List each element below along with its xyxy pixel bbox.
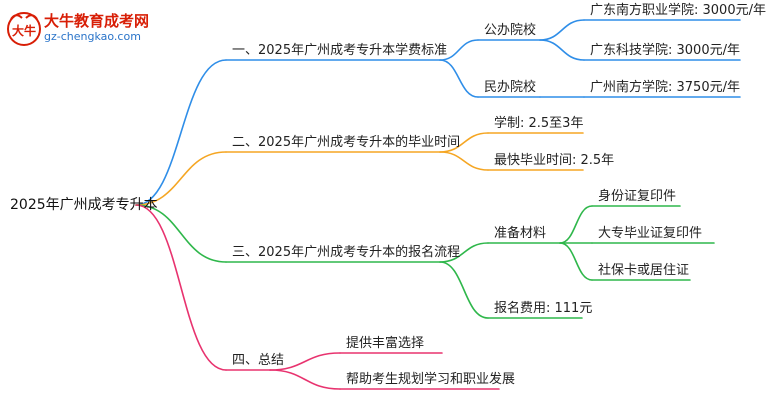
logo-title: 大牛教育成考网: [44, 12, 150, 30]
site-logo[interactable]: 大牛 大牛教育成考网 gz-chengkao.com: [6, 8, 186, 52]
child-node-2-1[interactable]: 学制: 2.5至3年: [494, 116, 584, 131]
connector-branch-3-child-1: [439, 242, 489, 263]
connector-root-branch-3: [135, 204, 227, 263]
connector-leaf-3-1-3: [559, 242, 593, 281]
connector-leaf-3-1-1: [559, 205, 593, 244]
leaf-node-3-1-1[interactable]: 身份证复印件: [598, 189, 677, 204]
child-node-4-1[interactable]: 提供丰富选择: [346, 336, 425, 351]
branch-node-4[interactable]: 四、总结: [232, 353, 285, 368]
child-node-2-2[interactable]: 最快毕业时间: 2.5年: [494, 153, 615, 168]
connector-root-branch-4: [135, 204, 227, 371]
connector-branch-3-child-2: [439, 261, 489, 319]
leaf-node-1-1-1[interactable]: 广东南方职业学院: 3000元/年: [590, 3, 766, 18]
child-node-1-1[interactable]: 公办院校: [484, 23, 537, 38]
connector-root-branch-2: [135, 151, 227, 206]
mindmap: 2025年广州成考专升本 一、2025年广州成考专升本学费标准 公办院校 广东南方职业…: [10, 3, 766, 387]
child-node-3-1[interactable]: 准备材料: [494, 226, 547, 241]
mindmap-connectors: [135, 19, 741, 390]
logo-url: gz-chengkao.com: [44, 30, 141, 43]
child-node-3-2[interactable]: 报名费用: 111元: [494, 301, 593, 316]
connector-branch-1-child-2: [439, 59, 479, 98]
branch-node-3[interactable]: 三、2025年广州成考专升本的报名流程: [232, 245, 461, 260]
root-node[interactable]: 2025年广州成考专升本: [10, 197, 158, 213]
branch-node-1[interactable]: 一、2025年广州成考专升本学费标准: [232, 43, 448, 58]
leaf-node-3-1-3[interactable]: 社保卡或居住证: [598, 263, 690, 278]
connector-leaf-1-1-2: [539, 39, 585, 61]
connector-branch-2-child-1: [439, 132, 489, 153]
connector-branch-2-child-2: [439, 151, 489, 171]
connector-leaf-1-1-1: [539, 19, 585, 41]
bull-logo-icon: 大牛: [7, 12, 41, 46]
branch-node-2[interactable]: 二、2025年广州成考专升本的毕业时间: [232, 135, 461, 150]
leaf-node-1-1-2[interactable]: 广东科技学院: 3000元/年: [590, 43, 740, 58]
connector-branch-1-child-1: [439, 39, 479, 61]
leaf-node-1-2-1[interactable]: 广州南方学院: 3750元/年: [590, 80, 740, 95]
connector-branch-4-child-2: [269, 369, 341, 390]
child-node-4-2[interactable]: 帮助考生规划学习和职业发展: [346, 372, 516, 387]
child-node-1-2[interactable]: 民办院校: [484, 80, 537, 95]
connector-root-branch-1: [135, 59, 227, 206]
leaf-node-3-1-2[interactable]: 大专毕业证复印件: [598, 226, 703, 241]
connector-branch-4-child-1: [269, 352, 341, 371]
logo-mark-text: 大牛: [12, 23, 36, 38]
